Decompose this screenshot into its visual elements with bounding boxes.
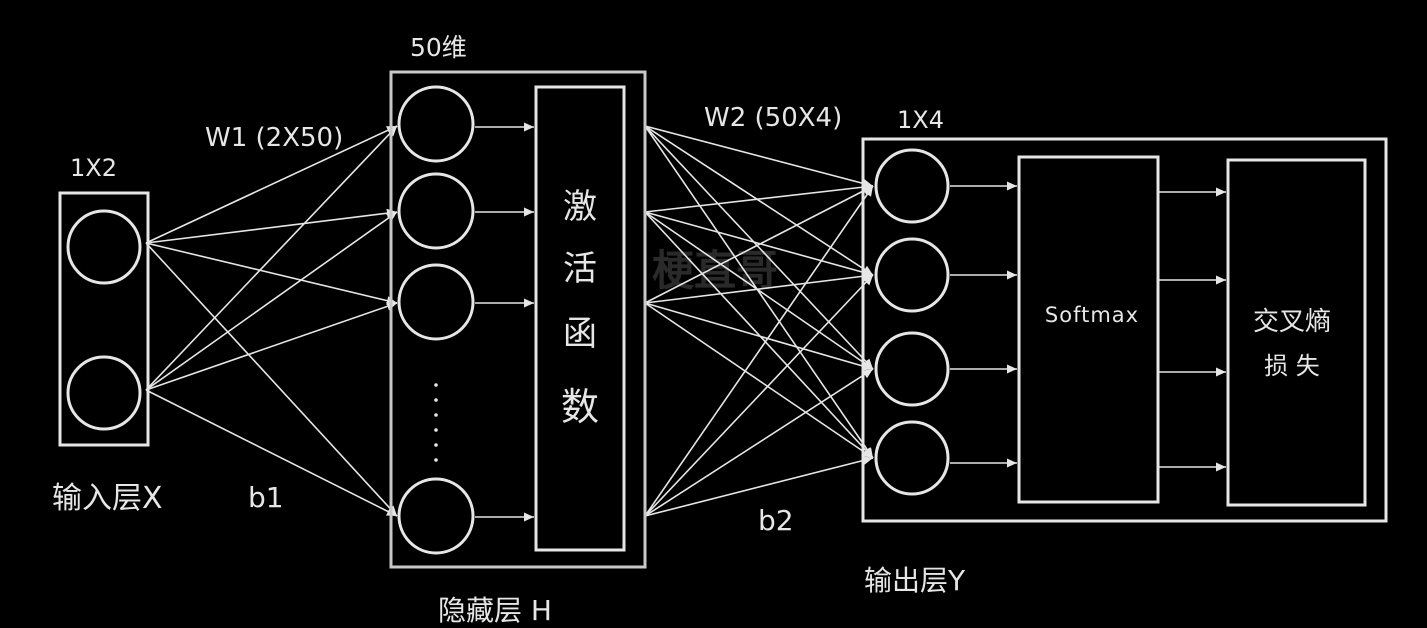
connections-group — [145, 125, 874, 517]
internal-arrows — [475, 122, 1226, 522]
edge-hidden-4-output-1 — [644, 185, 874, 517]
softmax-box — [1017, 155, 1160, 504]
output-node-4 — [874, 420, 950, 496]
edge-hidden-4-output-3 — [644, 368, 874, 517]
input-layer-box — [58, 191, 150, 447]
edge-input-2-hidden-2 — [145, 211, 398, 391]
edge-hidden-1-output-2 — [644, 125, 874, 276]
edge-input-2-hidden-4 — [145, 389, 398, 517]
loss-label-line1: 交叉熵 — [1253, 307, 1331, 337]
activation-char-4: 数 — [561, 385, 599, 429]
hidden-dim-label: 50维 — [410, 33, 467, 62]
output-dim-label: 1X4 — [897, 106, 944, 134]
edge-hidden-1-output-4 — [644, 125, 874, 459]
edge-hidden-3-output-4 — [644, 302, 874, 459]
edge-input-1-hidden-2 — [145, 208, 398, 244]
activation-char-3: 函 — [563, 314, 597, 354]
edge-hidden-2-output-3 — [644, 211, 874, 370]
edge-input-1-hidden-3 — [145, 242, 398, 306]
activation-char-2: 活 — [563, 249, 597, 289]
edge-hidden-4-output-4 — [644, 456, 874, 517]
loss-box — [1226, 158, 1367, 507]
edge-input-2-hidden-3 — [145, 302, 398, 391]
b2-label: b2 — [758, 504, 794, 537]
output-layer-label: 输出层Y — [864, 564, 966, 597]
edge-hidden-2-output-1 — [644, 182, 874, 213]
edge-input-1-hidden-4 — [145, 242, 398, 517]
input-dim-label: 1X2 — [70, 154, 117, 182]
hidden-node-1 — [397, 85, 475, 163]
w1-label: W1 (2X50) — [205, 123, 343, 153]
loss-label-line2: 损 失 — [1264, 352, 1320, 380]
edge-hidden-1-output-3 — [644, 125, 874, 370]
hidden-layer-box — [389, 70, 647, 569]
edge-input-1-hidden-1 — [145, 125, 398, 244]
softmax-label: Softmax — [1045, 303, 1139, 327]
output-layer-box — [861, 137, 1388, 523]
edge-input-2-hidden-1 — [145, 125, 398, 391]
hidden-node-2 — [397, 172, 475, 250]
input-node-2 — [66, 355, 142, 431]
b1-label: b1 — [248, 481, 284, 514]
hidden-node-50 — [397, 477, 475, 555]
hidden-layer-label: 隐藏层 H — [438, 594, 552, 627]
hidden-node-3 — [397, 263, 475, 341]
edge-hidden-2-output-2 — [644, 211, 874, 277]
output-node-3 — [874, 331, 950, 407]
edge-hidden-4-output-2 — [644, 274, 874, 517]
output-node-2 — [874, 237, 950, 313]
edge-hidden-3-output-1 — [644, 185, 874, 304]
edge-hidden-2-output-4 — [644, 211, 874, 459]
hidden-ellipsis — [434, 383, 438, 462]
edge-hidden-1-output-1 — [644, 125, 874, 188]
edge-hidden-3-output-2 — [644, 271, 874, 304]
input-node-1 — [66, 209, 142, 285]
edge-hidden-3-output-3 — [644, 302, 874, 371]
input-layer-label: 输入层X — [52, 481, 163, 516]
activation-box — [534, 85, 626, 552]
w2-label: W2 (50X4) — [704, 103, 842, 133]
output-node-1 — [874, 148, 950, 224]
activation-char-1: 激 — [563, 187, 597, 227]
